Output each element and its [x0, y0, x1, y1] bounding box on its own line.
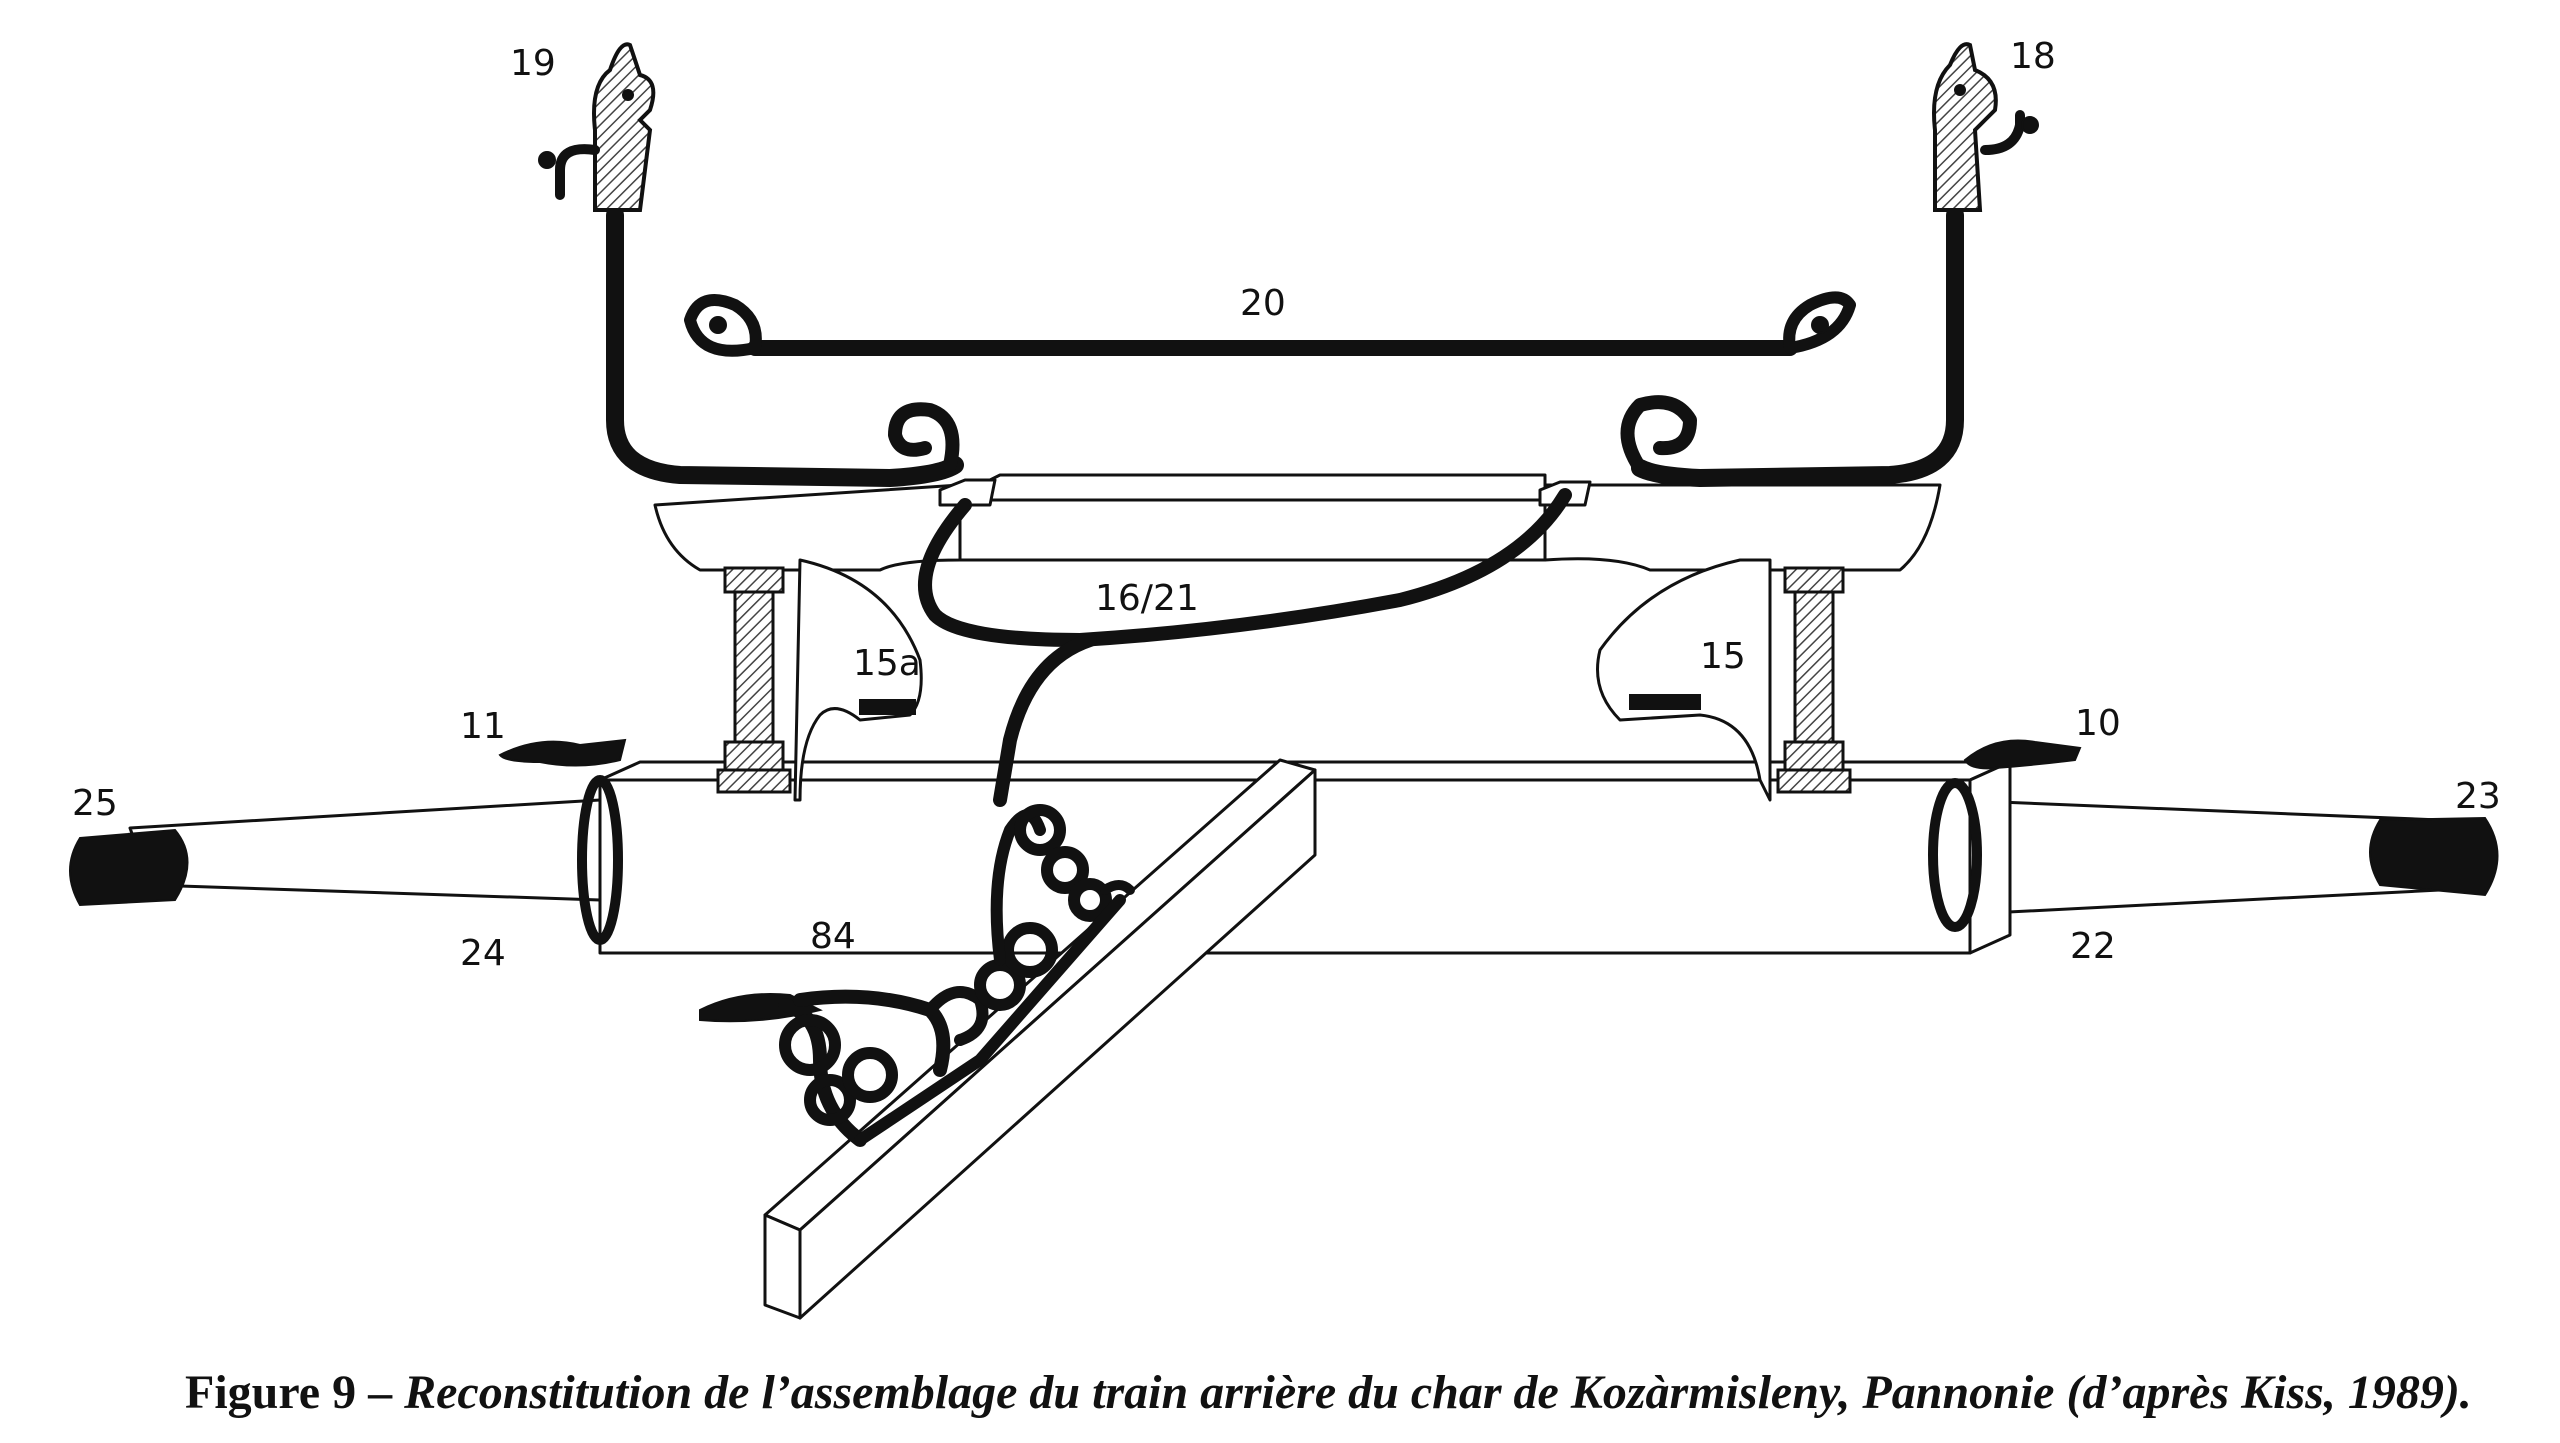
finial-19 — [538, 42, 656, 212]
label-15a: 15a — [853, 643, 921, 684]
curved-bar-16-21 — [918, 488, 1572, 647]
label-25: 25 — [72, 783, 118, 824]
linchpin-11 — [498, 738, 627, 767]
rail-18 — [1631, 206, 1964, 487]
label-18: 18 — [2010, 36, 2056, 77]
linchpin-10 — [1963, 739, 2082, 770]
label-11: 11 — [460, 706, 506, 747]
ornament-84 — [699, 804, 1135, 1147]
caption-text: Reconstitution de l’assemblage du train … — [403, 1366, 2472, 1419]
end-cap-left-25 — [69, 828, 189, 907]
ring-left-11 — [577, 775, 623, 945]
label-20: 20 — [1240, 283, 1286, 324]
label-16-21: 16/21 — [1095, 578, 1199, 619]
label-23: 23 — [2455, 776, 2501, 817]
label-22: 22 — [2070, 926, 2116, 967]
end-cap-right-23 — [2369, 816, 2499, 897]
figure-caption: Figure 9 – Reconstitution de l’assemblag… — [185, 1366, 2472, 1419]
bracket-15 — [1596, 558, 1772, 802]
label-84: 84 — [810, 916, 856, 957]
caption-prefix: Figure 9 – — [185, 1366, 404, 1419]
rail-19 — [606, 206, 964, 487]
label-10: 10 — [2075, 703, 2121, 744]
right-spindle — [1948, 798, 2442, 917]
label-15: 15 — [1700, 636, 1746, 677]
ring-right-10 — [1928, 778, 1982, 932]
finial-18 — [1932, 42, 2039, 212]
left-spindle — [128, 798, 602, 902]
pillar-left — [716, 566, 792, 794]
label-19: 19 — [510, 43, 556, 84]
pillar-right — [1776, 566, 1852, 794]
label-24: 24 — [460, 933, 506, 974]
bolster — [653, 473, 1942, 572]
